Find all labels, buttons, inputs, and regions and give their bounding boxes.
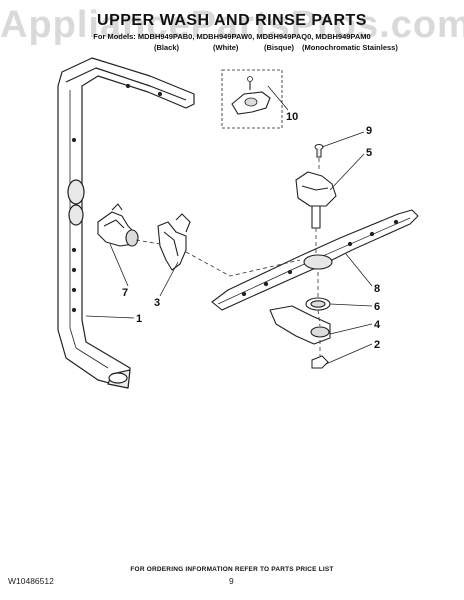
callout-3: 3 [154, 297, 160, 309]
document-code: W10486512 [8, 576, 54, 586]
part-2-nut[interactable] [311, 355, 329, 369]
part-10-detail-box[interactable] [221, 69, 283, 129]
part-7-manifold[interactable] [97, 203, 139, 247]
part-3-bracket[interactable] [157, 213, 191, 271]
callout-2: 2 [374, 339, 380, 351]
part-4-connector[interactable] [269, 305, 331, 345]
part-5-hub[interactable] [295, 171, 337, 229]
model-list: For Models: MDBH949PAB0, MDBH949PAW0, MD… [93, 32, 371, 41]
ordering-note: FOR ORDERING INFORMATION REFER TO PARTS … [130, 566, 334, 573]
variant-black: (Black) [154, 43, 180, 52]
callout-1: 1 [136, 313, 142, 325]
callout-5: 5 [366, 147, 372, 159]
callout-8: 8 [374, 283, 380, 295]
variant-white: (White) [213, 43, 239, 52]
part-1-supply-tube[interactable] [57, 57, 195, 389]
assembly-lines [135, 158, 321, 356]
callout-4: 4 [374, 319, 381, 331]
part-8-spray-arm[interactable] [211, 209, 419, 311]
variant-stainless: (Monochromatic Stainless) [302, 43, 398, 52]
variant-bisque: (Bisque) [264, 43, 294, 52]
part-6-seal-ring[interactable] [305, 297, 331, 311]
watermark-text: AppliancePartsPros.com [0, 4, 464, 46]
callout-7: 7 [122, 287, 128, 299]
callout-leaders [85, 85, 373, 365]
page-number: 9 [229, 576, 234, 586]
part-9-screw[interactable] [314, 144, 324, 158]
callout-9: 9 [366, 125, 372, 137]
callout-10: 10 [286, 111, 298, 123]
callout-6: 6 [374, 301, 380, 313]
page-title: UPPER WASH AND RINSE PARTS [97, 12, 367, 29]
